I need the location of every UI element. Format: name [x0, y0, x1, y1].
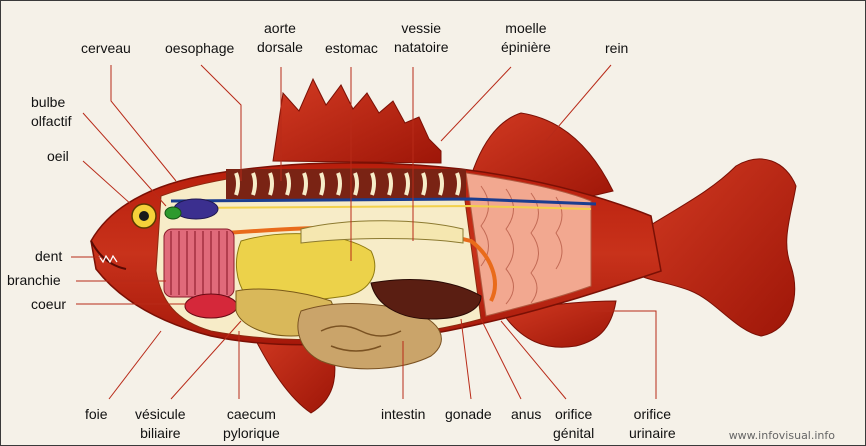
- brain: [174, 199, 218, 219]
- label-gonade: gonade: [445, 405, 492, 424]
- heart: [185, 294, 237, 318]
- label-rein: rein: [605, 39, 628, 58]
- gills: [164, 229, 234, 297]
- label-oeil: oeil: [47, 147, 69, 166]
- label-branchie: branchie: [7, 271, 61, 290]
- label-coeur: coeur: [31, 295, 66, 314]
- label-foie: foie: [85, 405, 108, 424]
- label-oesophage: oesophage: [165, 39, 234, 58]
- caudal-fin: [641, 159, 796, 336]
- label-intestin: intestin: [381, 405, 425, 424]
- label-anus: anus: [511, 405, 541, 424]
- label-estomac: estomac: [325, 39, 378, 58]
- dorsal-fin: [273, 79, 441, 163]
- label-cerveau: cerveau: [81, 39, 131, 58]
- credit-text: www.infovisual.info: [729, 429, 835, 442]
- label-dent: dent: [35, 247, 62, 266]
- olfactory-bulb: [165, 207, 181, 219]
